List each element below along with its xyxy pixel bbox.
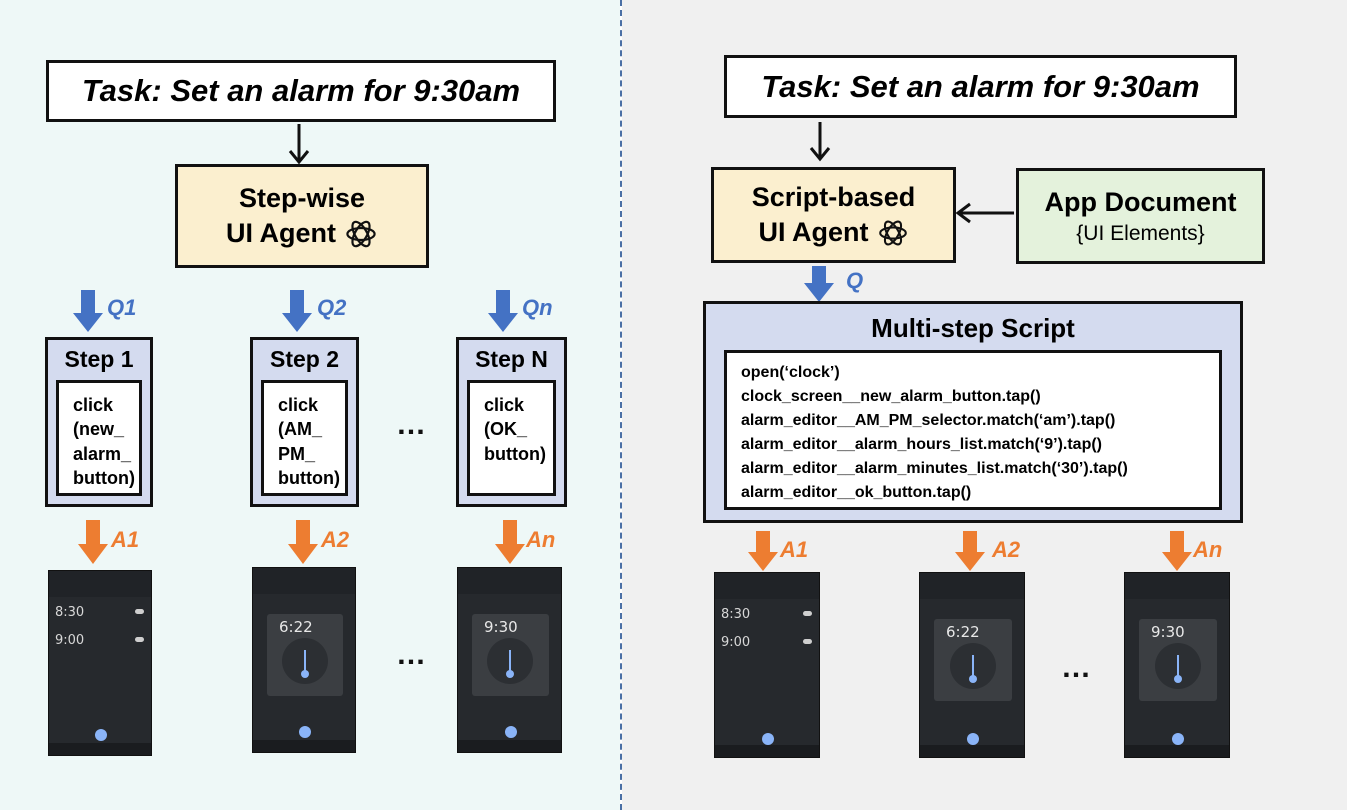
add-alarm-fab-icon	[505, 726, 517, 738]
agent-title-line2: UI Agent	[226, 218, 336, 248]
multi-step-script-box: Multi-step Script open(‘clock’) clock_sc…	[703, 301, 1243, 523]
step-box-1: Step 1 click (new_ alarm_ button)	[45, 337, 153, 507]
task-box-left: Task: Set an alarm for 9:30am	[46, 60, 556, 122]
task-box-right: Task: Set an alarm for 9:30am	[724, 55, 1237, 118]
phone-screenshot-time-picker: 6:22	[919, 572, 1025, 758]
action-label-2: A2	[321, 527, 350, 552]
action-arrow-left-2	[288, 520, 318, 564]
picker-time: 6:22	[279, 618, 313, 636]
action-label-3: An	[526, 527, 556, 552]
action-arrows	[78, 520, 1192, 571]
step-wise-agent-box: Step-wise UI Agent	[175, 164, 429, 268]
step-title: Step 1	[64, 346, 134, 372]
task-text: Task: Set an alarm for 9:30am	[761, 68, 1200, 104]
phone-screenshot-alarm-list: 8:30 9:00	[714, 572, 820, 758]
query-label-1: Q1	[107, 295, 137, 320]
step-box-n: Step N click (OK_ button)	[456, 337, 567, 507]
agent-title-line2: UI Agent	[758, 217, 869, 247]
query-arrow-1	[73, 290, 103, 332]
query-arrow-3	[488, 290, 518, 332]
task-text: Task: Set an alarm for 9:30am	[81, 73, 521, 108]
picker-time: 6:22	[946, 623, 980, 641]
phone-screenshot-alarm-list: 8:30 9:00	[48, 570, 152, 756]
action-label-1: A1	[111, 527, 140, 552]
query-label-3: Qn	[522, 295, 553, 320]
app-document-box: App Document {UI Elements}	[1016, 168, 1265, 264]
action-arrow-right-1	[748, 531, 778, 571]
script-line: alarm_editor__alarm_hours_list.match(‘9’…	[741, 436, 1103, 453]
action-arrow-right-2	[955, 531, 985, 571]
script-line: clock_screen__new_alarm_button.tap()	[741, 388, 1041, 405]
screenshot-ellipsis-right: …	[1061, 651, 1091, 684]
add-alarm-fab-icon	[762, 733, 774, 745]
alarm-time: 9:00	[55, 633, 85, 648]
alarm-time: 9:00	[721, 635, 751, 650]
action-arrow-right-3	[1162, 531, 1192, 571]
task-to-agent-arrow-left	[288, 124, 310, 165]
doc-subtitle: {UI Elements}	[1076, 221, 1205, 245]
step-ellipsis: …	[396, 408, 426, 441]
doc-title: App Document	[1044, 186, 1237, 217]
query-arrow-2	[282, 290, 312, 332]
alarm-time: 8:30	[721, 607, 751, 622]
query-label-2: Q2	[317, 295, 347, 320]
doc-to-agent-arrow	[955, 202, 1014, 224]
step-action-text: click (new_ alarm_ button)	[56, 380, 142, 496]
add-alarm-fab-icon	[1172, 733, 1184, 745]
script-based-agent-box: Script-based UI Agent	[711, 167, 956, 263]
action-label-r3: An	[1193, 537, 1223, 562]
step-title: Step 2	[269, 346, 340, 372]
action-label-r1: A1	[780, 537, 809, 562]
phone-screenshot-time-picker: 9:30	[1124, 572, 1230, 758]
agent-title-line1: Script-based	[751, 181, 916, 212]
script-title: Multi-step Script	[871, 313, 1075, 343]
step-title: Step N	[475, 346, 548, 372]
action-arrow-left-3	[495, 520, 525, 564]
add-alarm-fab-icon	[95, 729, 107, 741]
action-label-r2: A2	[992, 537, 1021, 562]
step-box-2: Step 2 click (AM_ PM_ button)	[250, 337, 359, 507]
query-label-q: Q	[846, 268, 864, 293]
script-code: open(‘clock’) clock_screen__new_alarm_bu…	[724, 350, 1222, 510]
agent-title-line1: Step-wise	[238, 182, 366, 213]
openai-logo-icon	[346, 220, 376, 247]
screenshot-ellipsis-left: …	[396, 638, 426, 671]
openai-logo-icon	[878, 220, 907, 246]
step-action-text: click (AM_ PM_ button)	[261, 380, 348, 496]
add-alarm-fab-icon	[967, 733, 979, 745]
step-action-text: click (OK_ button)	[467, 380, 556, 496]
phone-screenshot-time-picker: 6:22	[252, 567, 356, 753]
panel-divider	[620, 0, 622, 810]
script-line: alarm_editor__alarm_minutes_list.match(‘…	[741, 460, 1128, 477]
picker-time: 9:30	[484, 618, 518, 636]
task-to-agent-arrow-right	[809, 122, 831, 162]
add-alarm-fab-icon	[299, 726, 311, 738]
alarm-time: 8:30	[55, 605, 85, 620]
script-line: alarm_editor__ok_button.tap()	[741, 484, 972, 501]
script-line: alarm_editor__AM_PM_selector.match(‘am’)…	[741, 412, 1116, 429]
query-arrows	[73, 266, 834, 332]
script-line: open(‘clock’)	[741, 364, 840, 381]
phone-screenshot-time-picker: 9:30	[457, 567, 562, 753]
query-arrow-q	[804, 266, 834, 302]
action-arrow-left-1	[78, 520, 108, 564]
picker-time: 9:30	[1151, 623, 1185, 641]
